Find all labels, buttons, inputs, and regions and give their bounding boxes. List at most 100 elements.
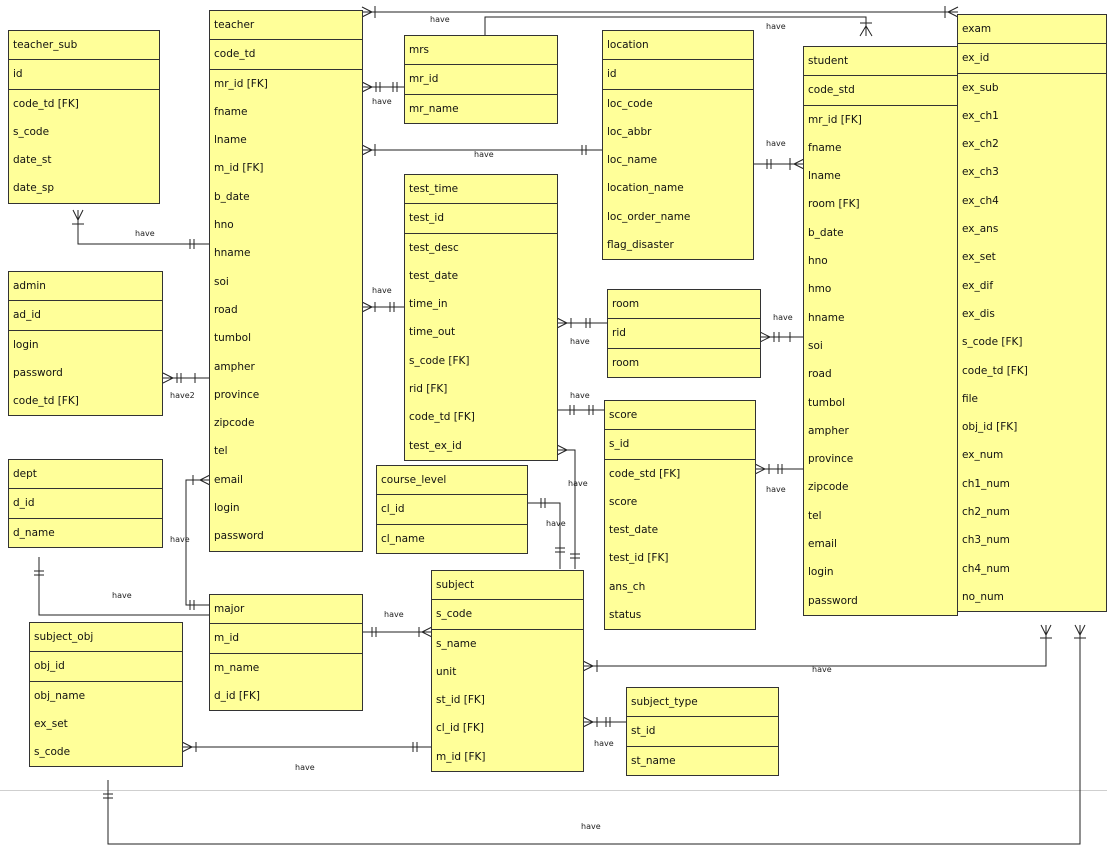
- cardinality-marks: [34, 6, 1086, 799]
- attribute-field: file: [962, 392, 978, 405]
- attribute-field: road: [214, 303, 238, 316]
- attribute-field: hname: [214, 247, 251, 260]
- attribute-field: b_date: [808, 226, 844, 239]
- primary-key-field: ex_id: [958, 44, 1106, 74]
- rel-label-teacher-exam: have: [430, 15, 450, 24]
- attribute-field: soi: [808, 339, 823, 352]
- primary-key-field: code_std: [804, 76, 957, 106]
- attribute-field: cl_name: [381, 532, 425, 545]
- primary-key-field: st_id: [627, 717, 778, 747]
- entity-title: teacher: [210, 11, 362, 41]
- attribute-field: password: [13, 366, 63, 379]
- teacher-major-line: [185, 479, 210, 606]
- primary-key-field: ad_id: [9, 301, 162, 331]
- attribute-field: hno: [808, 255, 828, 268]
- rel-label-subject-score: have: [568, 479, 588, 488]
- entity-title: subject_type: [627, 688, 778, 718]
- attribute-field: ex_ch1: [962, 109, 999, 122]
- attribute-field: d_id [FK]: [214, 689, 260, 702]
- entity-title: course_level: [377, 466, 527, 496]
- attribute-field: st_id [FK]: [436, 694, 485, 707]
- attribute-field: ex_set: [34, 717, 68, 730]
- attribute-field: s_code [FK]: [962, 336, 1023, 349]
- attribute-field: code_td [FK]: [13, 97, 79, 110]
- attribute-field: code_td [FK]: [962, 364, 1028, 377]
- attribute-field: ampher: [808, 424, 849, 437]
- primary-key-field: id: [9, 60, 159, 90]
- rel-label-teacher_sub-teacher: have: [135, 229, 155, 238]
- primary-key-field: s_code: [432, 600, 583, 630]
- entity-title: room: [608, 290, 760, 320]
- entity-title: subject: [432, 571, 583, 601]
- rel-label-student-score: have: [766, 485, 786, 494]
- attribute-field: fname: [808, 141, 842, 154]
- attribute-field: password: [214, 530, 264, 543]
- rel-label-student-location: have: [766, 139, 786, 148]
- attribute-field: province: [808, 453, 854, 466]
- rel-label-subject_obj-subject: have: [295, 763, 315, 772]
- attribute-field: b_date: [214, 190, 250, 203]
- attribute-field: score: [609, 495, 638, 508]
- attribute-field: no_num: [962, 590, 1004, 603]
- attribute-field: ans_ch: [609, 580, 646, 593]
- attribute-field: ex_set: [962, 251, 996, 264]
- attribute-field: ch1_num: [962, 477, 1010, 490]
- attribute-field: ex_ch3: [962, 166, 999, 179]
- attribute-field: date_st: [13, 154, 52, 167]
- entity-title: student: [804, 47, 957, 77]
- rel-label-room-student: have: [773, 313, 793, 322]
- attribute-field: mr_id [FK]: [214, 77, 268, 90]
- attribute-field: s_code [FK]: [409, 354, 470, 367]
- attribute-field: s_name: [436, 637, 477, 650]
- attribute-field: fname: [214, 105, 248, 118]
- rel-label-subject-exam: have: [812, 665, 832, 674]
- attribute-field: time_in: [409, 298, 448, 311]
- attribute-field: province: [214, 388, 260, 401]
- attribute-field: code_td [FK]: [409, 411, 475, 424]
- attribute-field: login: [808, 566, 834, 579]
- attribute-field: location_name: [607, 182, 684, 195]
- attribute-field: ex_sub: [962, 81, 999, 94]
- entity-title: mrs: [405, 36, 557, 66]
- attribute-field: road: [808, 368, 832, 381]
- attribute-field: m_id [FK]: [436, 750, 486, 763]
- rel-label-test_time-score: have: [570, 391, 590, 400]
- attribute-field: soi: [214, 275, 229, 288]
- attribute-field: hmo: [808, 283, 832, 296]
- rel-label-subject_obj-exam: have: [581, 822, 601, 831]
- attribute-field: test_id [FK]: [609, 552, 669, 565]
- attribute-field: loc_order_name: [607, 210, 691, 223]
- subject-score-line: [557, 449, 576, 569]
- attribute-field: lname: [214, 134, 247, 147]
- attribute-field: ch2_num: [962, 506, 1010, 519]
- primary-key-field: m_id: [210, 624, 362, 654]
- separator-line: [0, 790, 1107, 791]
- attribute-field: email: [214, 473, 243, 486]
- course_level-subject-line: [527, 502, 561, 569]
- entity-title: subject_obj: [30, 623, 182, 653]
- subject-exam-line: [583, 625, 1047, 667]
- primary-key-field: rid: [608, 319, 760, 349]
- rel-label-teacher-location: have: [474, 150, 494, 159]
- rel-label-mrs-student: have: [766, 22, 786, 31]
- subject_obj-exam-line: [107, 625, 1081, 845]
- attribute-field: ch3_num: [962, 534, 1010, 547]
- attribute-field: mr_name: [409, 102, 459, 115]
- rel-label-teacher-mrs: have: [372, 97, 392, 106]
- attribute-field: ampher: [214, 360, 255, 373]
- rel-label-test_time-room: have: [570, 337, 590, 346]
- primary-key-field: mr_id: [405, 65, 557, 95]
- attribute-field: s_code: [13, 125, 50, 138]
- attribute-field: rid [FK]: [409, 383, 448, 396]
- attribute-field: ex_ch2: [962, 138, 999, 151]
- attribute-field: code_td [FK]: [13, 395, 79, 408]
- attribute-field: email: [808, 538, 837, 551]
- attribute-field: loc_abbr: [607, 125, 652, 138]
